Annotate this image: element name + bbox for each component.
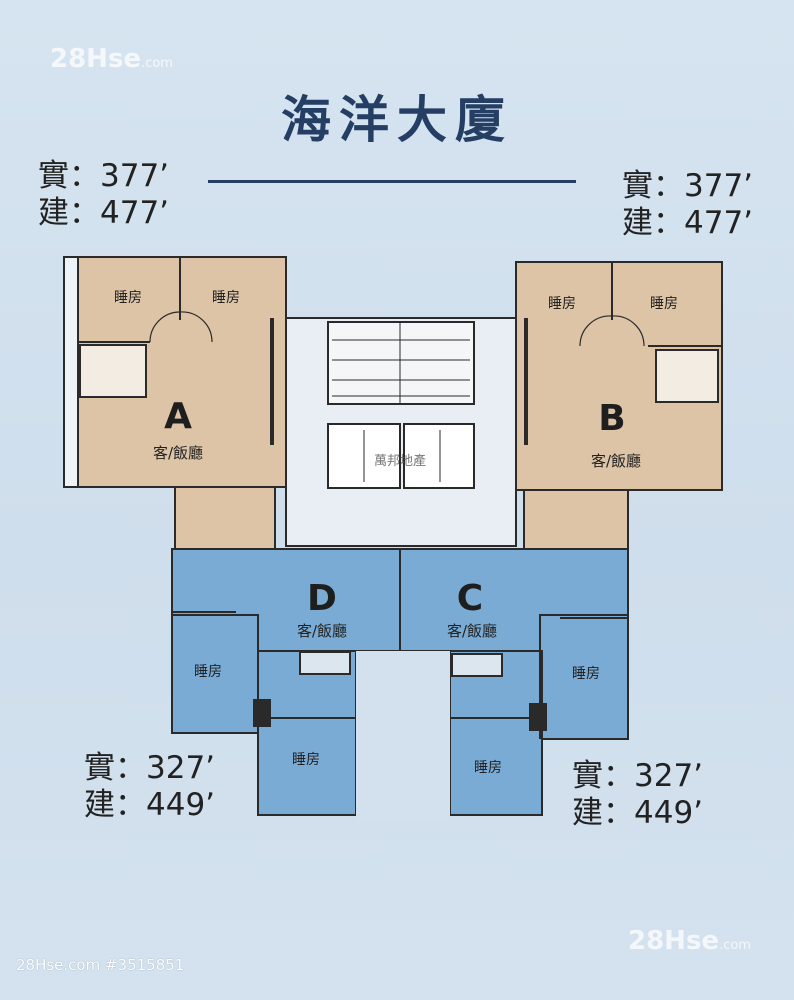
unit-a-bedroom-2: 睡房 (212, 290, 240, 306)
building-title: 海洋大廈 (281, 91, 513, 149)
unit-c-bedroom-1: 睡房 (572, 666, 600, 682)
unit-a-bedroom-1: 睡房 (114, 290, 142, 306)
unit-d-gross-area: 建：449’ (84, 787, 216, 823)
unit-a-living-label: 客/飯廳 (153, 444, 203, 462)
unit-b-plan (515, 261, 723, 553)
listing-id: 28Hse.com #3515851 (16, 956, 185, 974)
unit-d-saleable-area: 實：327’ (84, 750, 216, 786)
unit-a-plan (63, 256, 287, 550)
unit-d-plan (171, 548, 401, 816)
unit-b-gross-area: 建：477’ (622, 205, 754, 241)
unit-a-area: 實：377’ 建：477’ (38, 158, 169, 232)
unit-c-living-label: 客/飯廳 (447, 622, 497, 640)
unit-d-bedroom-2: 睡房 (292, 752, 320, 768)
unit-b-letter: B (598, 398, 625, 439)
core-plan (285, 317, 517, 547)
unit-b-bedroom-1: 睡房 (548, 296, 576, 312)
unit-d-area: 實：327’ 建：449’ (84, 750, 215, 824)
agency-mark: 萬邦地產 (374, 453, 426, 469)
watermark-top: 28Hse.com (50, 44, 173, 74)
unit-a-gross-area: 建：477’ (38, 195, 170, 231)
unit-c-bedroom-2: 睡房 (474, 760, 502, 776)
unit-a-letter: A (164, 396, 192, 437)
unit-a-saleable-area: 實：377’ (38, 158, 170, 194)
unit-d-living-label: 客/飯廳 (297, 622, 347, 640)
watermark-bottom: 28Hse.com (628, 926, 751, 956)
unit-c-letter: C (457, 578, 483, 619)
unit-c-area: 實：327’ 建：449’ (572, 758, 703, 832)
unit-b-saleable-area: 實：377’ (622, 168, 754, 204)
title-underline (208, 180, 576, 183)
unit-c-gross-area: 建：449’ (572, 795, 704, 831)
unit-b-bedroom-2: 睡房 (650, 296, 678, 312)
unit-d-letter: D (307, 578, 337, 619)
unit-d-bedroom-1: 睡房 (194, 664, 222, 680)
unit-c-plan (399, 548, 629, 816)
unit-c-saleable-area: 實：327’ (572, 758, 704, 794)
unit-b-living-label: 客/飯廳 (591, 452, 641, 470)
unit-b-area: 實：377’ 建：477’ (622, 168, 753, 242)
